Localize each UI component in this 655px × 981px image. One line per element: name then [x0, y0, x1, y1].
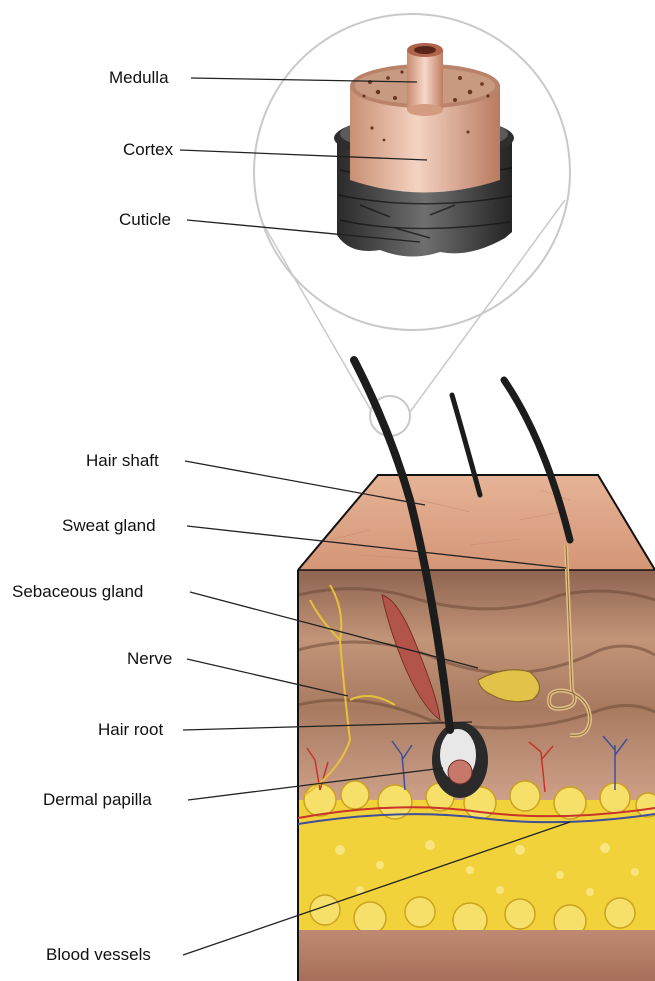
skin-block: [298, 360, 655, 981]
label-sebaceous-gland: Sebaceous gland: [12, 582, 143, 602]
label-cuticle: Cuticle: [119, 210, 171, 230]
label-blood-vessels: Blood vessels: [46, 945, 151, 965]
label-nerve: Nerve: [127, 649, 172, 669]
medulla-bottom: [407, 104, 443, 116]
label-medulla: Medulla: [109, 68, 169, 88]
label-cortex: Cortex: [123, 140, 173, 160]
label-hair-root: Hair root: [98, 720, 163, 740]
medulla-core: [407, 50, 443, 110]
magnified-hair-section: [254, 14, 570, 436]
label-hair-shaft: Hair shaft: [86, 451, 159, 471]
medulla-hole: [414, 46, 436, 54]
lower-dermis-layer: [298, 930, 655, 981]
dermal-papilla: [448, 760, 472, 784]
label-sweat-gland: Sweat gland: [62, 516, 156, 536]
label-dermal-papilla: Dermal papilla: [43, 790, 152, 810]
